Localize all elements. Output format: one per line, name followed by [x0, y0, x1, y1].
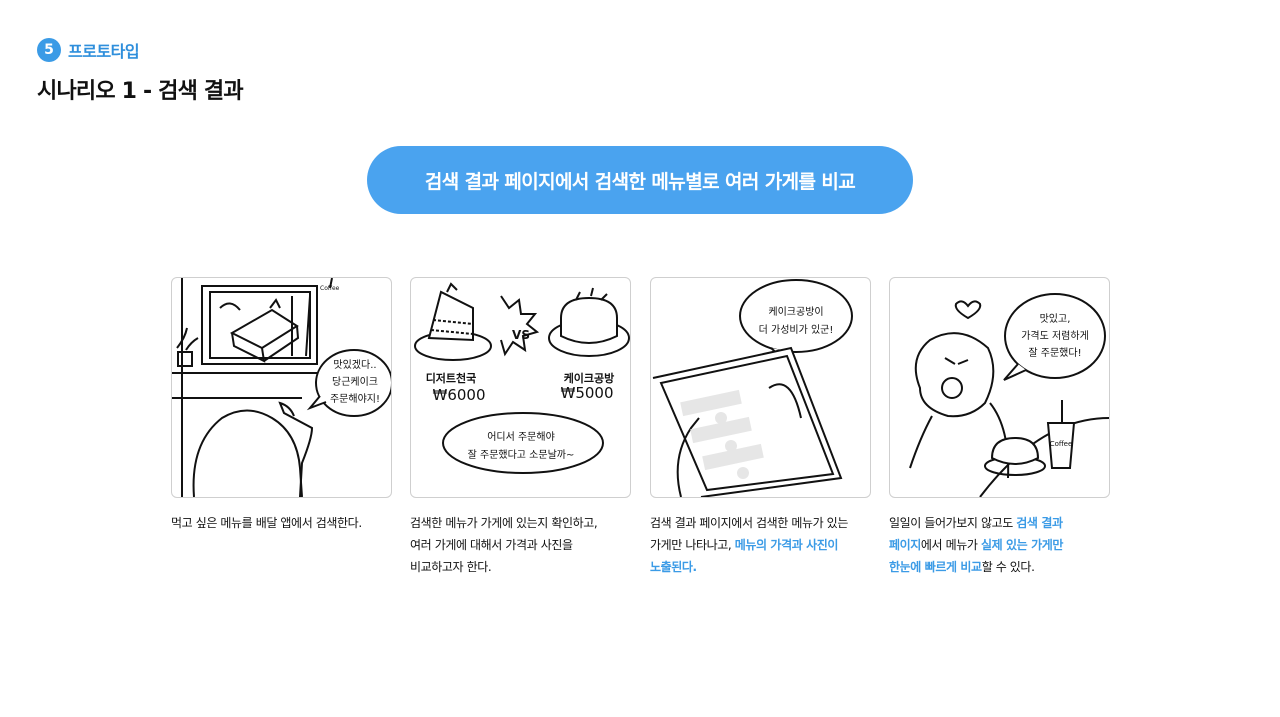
- illustration-phone-results: 케이크공방이 더 가성비가 있군!: [652, 279, 853, 497]
- vs-label: VS: [512, 328, 530, 342]
- illustration-tv-watching: Coffee 맛있겠다.. 당근케이크 주문해야지!: [172, 278, 391, 497]
- bubble-line-1: 맛있겠다..: [333, 359, 376, 371]
- page-title: 시나리오 1 - 검색 결과: [37, 79, 244, 104]
- panel-4-caption: 일일이 들어가보지 않고도 검색 결과 페이지에서 메뉴가 실제 있는 가게만 …: [889, 516, 1063, 574]
- left-shop-price: ₩6000: [432, 386, 485, 404]
- panel-1-caption: 먹고 싶은 메뉴를 배달 앱에서 검색한다.: [171, 516, 362, 530]
- panel-2-caption: 검색한 메뉴가 가게에 있는지 확인하고, 여러 가게에 대해서 가격과 사진을…: [410, 516, 598, 574]
- illustration-happy-eating: Coffee 맛있고, 가격도 저렴하게 잘 주문했다!: [909, 293, 1109, 497]
- heart-icon: [954, 300, 982, 320]
- panel-3-caption: 검색 결과 페이지에서 검색한 메뉴가 있는 가게만 나타나고, 메뉴의 가격과…: [650, 516, 848, 574]
- summary-banner: 검색 결과 페이지에서 검색한 메뉴별로 여러 가게를 비교: [367, 146, 913, 214]
- comic-panel-3: 케이크공방이 더 가성비가 있군!: [650, 277, 871, 498]
- bubble-line-2: 가격도 저렴하게: [1021, 329, 1089, 342]
- right-shop-price: ₩5000: [560, 384, 613, 402]
- section-number-badge: 5: [37, 38, 61, 62]
- bubble-line-2: 당근케이크: [332, 376, 378, 388]
- right-shop-name: 케이크공방: [564, 371, 615, 385]
- bubble-line-2: 잘 주문했다고 소문날까~: [468, 448, 575, 461]
- section-header: 5 프로토타입: [37, 38, 140, 62]
- bubble-line-2: 더 가성비가 있군!: [759, 324, 834, 336]
- bubble-line-3: 주문해야지!: [330, 392, 380, 405]
- bubble-line-1: 맛있고,: [1040, 313, 1071, 325]
- cup-label: Coffee: [1050, 440, 1073, 448]
- left-shop-name: 디저트천국: [426, 371, 477, 385]
- comic-panel-1: Coffee 맛있겠다.. 당근케이크 주문해야지!: [171, 277, 392, 498]
- illustration-cake-compare: VS 디저트천국 ₩6000 케이크공방 ₩5000 어디서 주문해야 잘 주문…: [414, 282, 630, 474]
- comic-panel-4: Coffee 맛있고, 가격도 저렴하게 잘 주문했다!: [889, 277, 1110, 498]
- comic-panel-2: VS 디저트천국 ₩6000 케이크공방 ₩5000 어디서 주문해야 잘 주문…: [410, 277, 631, 498]
- bubble-line-1: 케이크공방이: [768, 306, 823, 318]
- tv-cup-label: Coffee: [320, 285, 340, 292]
- bubble-line-1: 어디서 주문해야: [487, 430, 555, 443]
- section-label: 프로토타입: [68, 42, 140, 61]
- bubble-line-3: 잘 주문했다!: [1028, 346, 1081, 359]
